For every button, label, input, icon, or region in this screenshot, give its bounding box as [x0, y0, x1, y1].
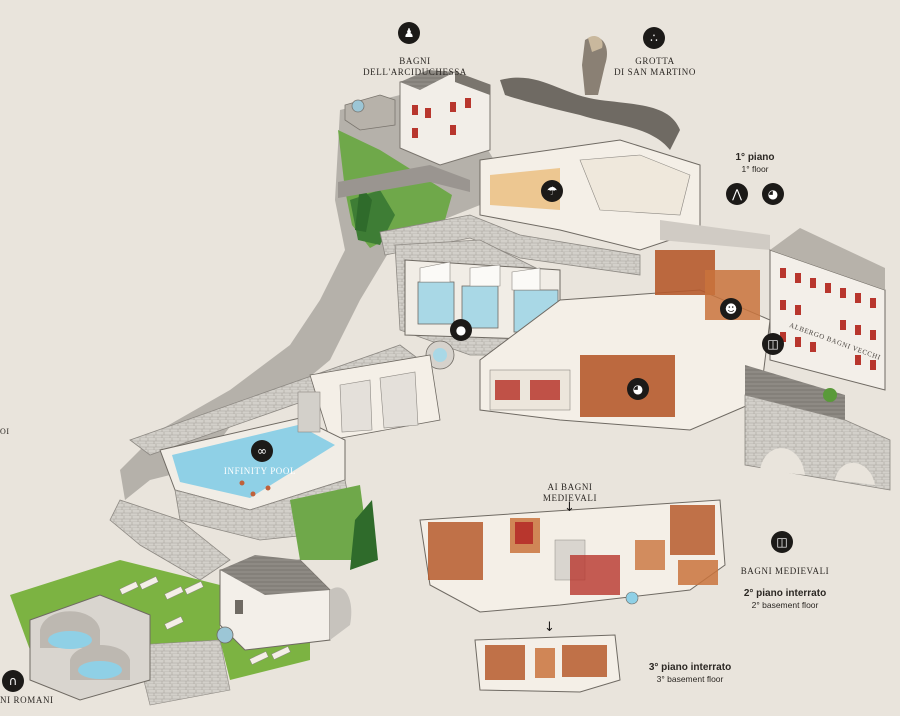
food-bowl-icon[interactable]: ◕: [627, 378, 649, 400]
basement-3-plan: [474, 634, 621, 693]
arciduchessa-building: [344, 70, 491, 166]
label-line-1: GROTTA: [635, 56, 675, 66]
basement-2-plan: [419, 499, 726, 613]
floor-label-third-basement: 3° piano interrato 3° basement floor: [630, 662, 750, 685]
label-bagni-romani: NI ROMANI: [0, 695, 54, 705]
label-line-2: MEDIEVALI: [542, 493, 598, 503]
water-drop-icon[interactable]: ●: [450, 319, 472, 341]
floor-main: 1° piano: [735, 152, 775, 163]
shower-icon[interactable]: ☂: [541, 180, 563, 202]
floor-main: 3° piano interrato: [648, 662, 732, 673]
hillside: [120, 95, 500, 500]
label-line-1: BAGNI: [399, 56, 431, 66]
label-edge-fragment: OI: [0, 427, 10, 436]
west-wall: [129, 344, 441, 456]
central-complex: [404, 139, 701, 370]
label-line-2: DELL'ARCIDUCHESSA: [363, 67, 467, 77]
floor-sub: 1° floor: [741, 164, 769, 174]
person-relax-icon[interactable]: ☻: [720, 298, 742, 320]
label-ai-bagni-medievali: AI BAGNI MEDIEVALI: [520, 482, 620, 504]
label-line-2: DI SAN MARTINO: [614, 67, 696, 77]
label-line-1: AI BAGNI: [547, 482, 593, 492]
infinity-pool-icon[interactable]: ∞: [251, 440, 273, 462]
roman-baths: [29, 594, 151, 701]
grotta-path: [500, 36, 680, 150]
floor-sub: 3° basement floor: [656, 674, 724, 684]
floor-label-second-basement: 2° piano interrato 2° basement floor: [725, 588, 845, 611]
mortar-bowl-icon[interactable]: ◕: [762, 183, 784, 205]
hanger-icon[interactable]: ⋀: [726, 183, 748, 205]
floor-main: 2° piano interrato: [743, 588, 827, 599]
column-icon[interactable]: ∩: [2, 670, 24, 692]
label-bagni-medievali: BAGNI MEDIEVALI: [740, 566, 830, 576]
cave-dots-icon[interactable]: ∴: [643, 27, 665, 49]
albergo-building: [744, 228, 891, 491]
floor-label-first: 1° piano 1° floor: [705, 152, 805, 175]
stone-building: [216, 555, 352, 651]
label-bagni-arciduchessa: BAGNI DELL'ARCIDUCHESSA: [330, 56, 500, 78]
bucket-icon[interactable]: ◫: [771, 531, 793, 553]
down-arrow-icon: ↓: [544, 620, 555, 635]
label-infinity-pool: INFINITY POOL: [223, 466, 297, 476]
floor-sub: 2° basement floor: [751, 600, 819, 610]
down-arrow-icon: ↓: [564, 500, 575, 515]
label-grotta: GROTTA DI SAN MARTINO: [585, 56, 725, 78]
bucket-icon[interactable]: ◫: [762, 333, 784, 355]
bust-portrait-icon[interactable]: ♟: [398, 22, 420, 44]
